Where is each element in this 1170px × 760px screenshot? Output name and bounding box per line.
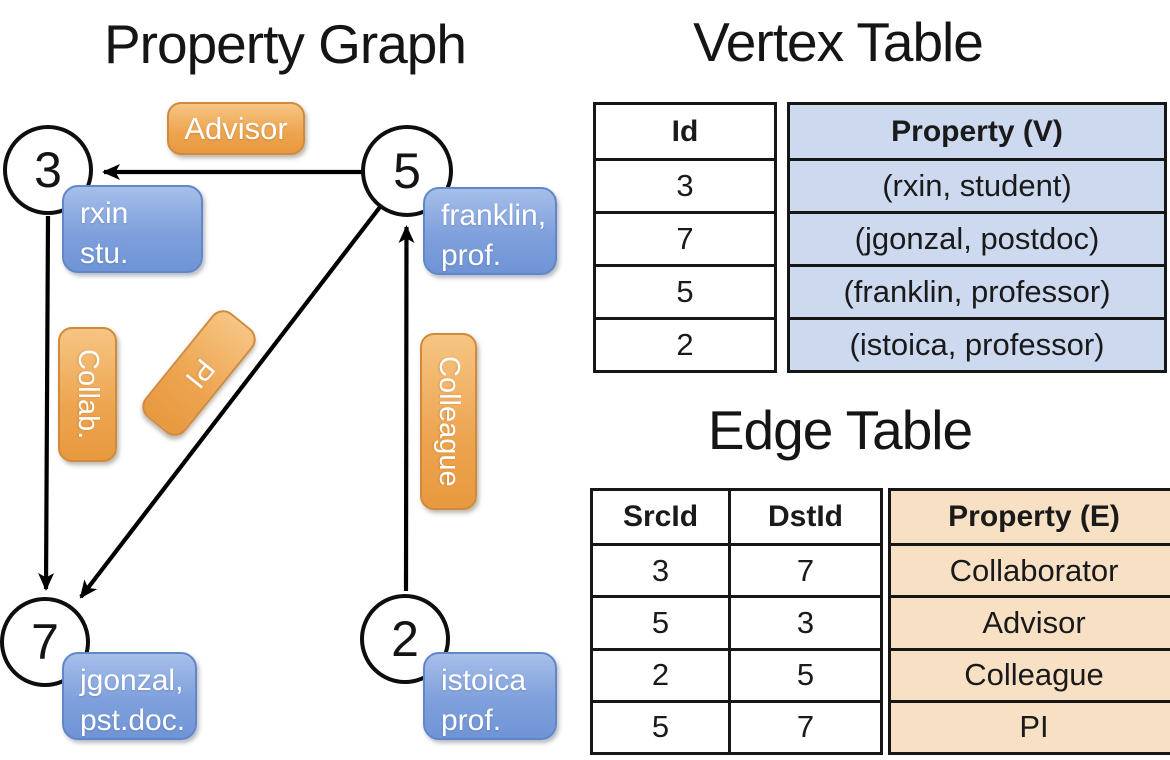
vertex-table-property-cell: (jgonzal, postdoc) bbox=[790, 211, 1164, 264]
vertex-property-line: rxin bbox=[80, 197, 129, 230]
edge-table-property-cell: Advisor bbox=[891, 595, 1170, 647]
edge-table-property-cell: PI bbox=[891, 699, 1170, 752]
vertex-property-box-franklin: franklin, prof. bbox=[423, 187, 557, 275]
vertex-table-id-cell: 2 bbox=[596, 317, 774, 370]
vertex-table-id-cell: 7 bbox=[596, 211, 774, 264]
vertex-property-line: prof. bbox=[441, 239, 502, 272]
edge-table-dstid-cell: 5 bbox=[728, 647, 880, 700]
edge-label-advisor: Advisor bbox=[167, 102, 305, 155]
edge-table-srcid-header: SrcId bbox=[622, 500, 699, 534]
edge-table-property-cell: Colleague bbox=[891, 647, 1170, 700]
edge-collaborator-3-to-7 bbox=[38, 215, 55, 591]
vertex-id-label: 3 bbox=[34, 142, 62, 198]
edge-colleague-2-to-5 bbox=[398, 225, 415, 592]
edge-table-dstid-cell: 3 bbox=[728, 595, 880, 648]
edge-table-dstid-cell: 7 bbox=[728, 699, 880, 752]
vertex-table-property-cell: (rxin, student) bbox=[790, 158, 1164, 211]
vertex-table-property-header: Property (V) bbox=[891, 114, 1063, 148]
edge-label-text: Collab. bbox=[72, 349, 104, 440]
edge-table-dstid-header: DstId bbox=[728, 491, 880, 544]
vertex-property-box-istoica: istoica prof. bbox=[423, 652, 557, 740]
vertex-property-line: pst.doc. bbox=[80, 704, 186, 737]
vertex-id-label: 5 bbox=[393, 143, 421, 199]
vertex-table-property-cell: (franklin, professor) bbox=[790, 264, 1164, 317]
vertex-table-id-cell: 3 bbox=[596, 158, 774, 211]
vertex-property-line: prof. bbox=[441, 704, 502, 737]
vertex-property-line: jgonzal, bbox=[80, 664, 184, 697]
edge-label-colleague: Colleague bbox=[420, 333, 477, 510]
vertex-property-box-jgonzal: jgonzal, pst.doc. bbox=[62, 652, 197, 740]
vertex-id-label: 7 bbox=[31, 614, 59, 670]
edge-table-srcid-cell: 5 bbox=[593, 699, 728, 752]
vertex-id-label: 2 bbox=[391, 611, 419, 667]
vertex-circle-3: 3 bbox=[3, 125, 93, 215]
edge-label-text: PI bbox=[178, 352, 221, 395]
edge-label-collaborator: Collab. bbox=[58, 327, 117, 462]
edge-table-property-column: Property (E) Collaborator Advisor Collea… bbox=[888, 488, 1170, 755]
edge-table-srcid-cell: 2 bbox=[593, 647, 728, 700]
edge-table-srcid-cell: 5 bbox=[593, 595, 728, 647]
property-graph-title: Property Graph bbox=[103, 13, 467, 75]
vertex-property-line: franklin, bbox=[441, 199, 547, 232]
edge-pi-5-to-7 bbox=[79, 205, 382, 599]
edge-table-title: Edge Table bbox=[707, 399, 973, 461]
vertex-property-line: istoica bbox=[441, 664, 527, 697]
edge-label-text: Advisor bbox=[184, 110, 288, 146]
vertex-table-property-column: Property (V) (rxin, student) (jgonzal, p… bbox=[787, 102, 1167, 373]
edge-table-property-header: Property (E) bbox=[948, 500, 1120, 534]
edge-table-dstid-cell: 7 bbox=[728, 543, 880, 596]
edge-table-id-columns: SrcId DstId 3 7 5 3 2 5 5 7 bbox=[590, 488, 883, 755]
vertex-property-line: stu. bbox=[80, 237, 129, 270]
edge-table-srcid-cell: 3 bbox=[593, 543, 728, 595]
edge-label-text: Colleague bbox=[433, 356, 465, 487]
edge-table-property-cell: Collaborator bbox=[891, 543, 1170, 595]
vertex-table-id-cell: 5 bbox=[596, 264, 774, 317]
vertex-table-property-cell: (istoica, professor) bbox=[790, 317, 1164, 370]
vertex-table-id-header: Id bbox=[671, 114, 699, 148]
vertex-property-box-rxin: rxin stu. bbox=[62, 185, 203, 273]
vertex-table-title: Vertex Table bbox=[693, 11, 984, 73]
vertex-table-id-column: Id 3 7 5 2 bbox=[593, 102, 777, 373]
